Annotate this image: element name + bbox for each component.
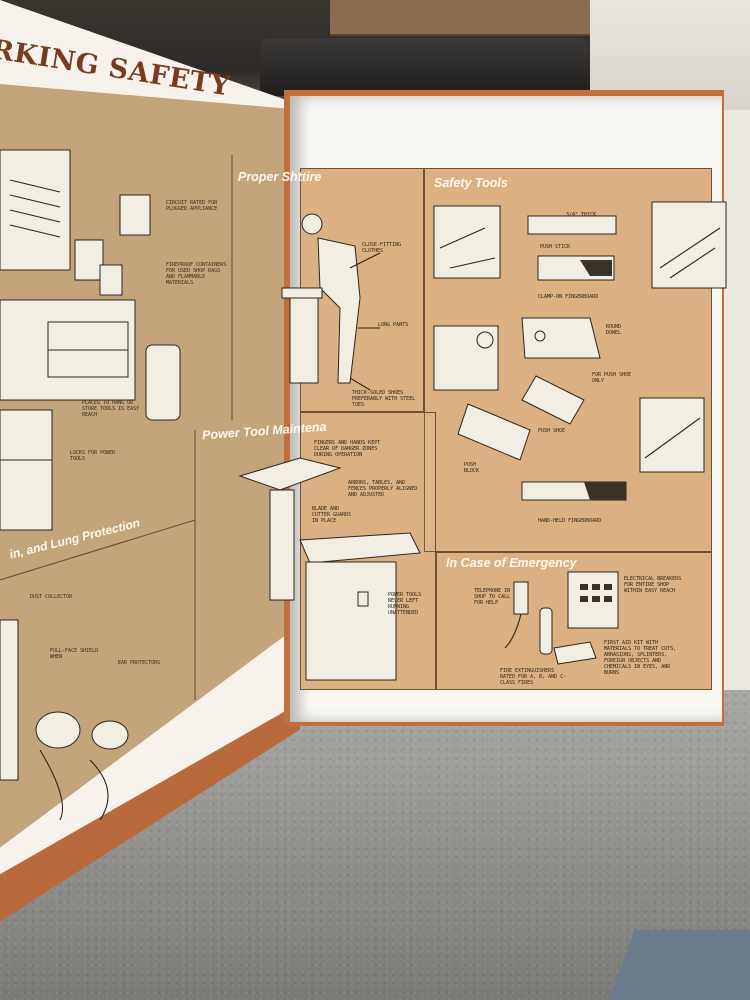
left-note: Places to hang or store tools is easy re… [82,400,140,418]
dark-appliance [260,38,590,96]
left-note: Circuit rated for plugged appliance [166,200,218,212]
note-never-unattended: Power tools never left running unattende… [388,592,422,616]
note-push-stick: Push stick [540,244,571,250]
note-fingers-clear: Fingers and hands kept clear of danger z… [314,440,381,458]
left-note: Full-face shield when [50,648,99,660]
note-clamp-on-fingerboard: Clamp-on fingerboard [538,294,599,300]
note-hand-held-fingerboard: Hand-held fingerboard [538,518,602,524]
note-electrical-breakers: Electrical breakers for entire shop with… [624,576,682,594]
note-long-pants: Long pants [378,322,409,328]
panel-title-emergency: In Case of Emergency [446,556,577,570]
panel-title-safety-tools: Safety Tools [434,176,508,190]
left-note: Locks for power tools [70,450,116,462]
note-first-aid-kit: First aid kit with materials to treat cu… [604,640,677,676]
note-guards-in-place: Blade and cutter guards in place [312,506,352,524]
note-push-shoe: Push shoe [538,428,566,434]
left-page-drawings [0,149,233,821]
note-close-fitting-clothes: Close-fitting clothes [362,242,402,254]
panel-title-proper-attire: Proper Shttire [238,170,321,184]
panel-title-proper-attire-head: Proper Sh [238,170,298,184]
left-note: Fireproof containers for used shop rags … [166,262,227,286]
left-note: Ear protectors [118,660,161,666]
left-note: Dust collector [30,594,73,600]
right-page-drawings [238,201,727,681]
cardboard-box [330,0,590,36]
panel-title-proper-attire-tail: ttire [297,170,322,184]
note-for-push-shoe-only: For push shoe only [592,372,632,384]
note-fire-extinguishers: Fire extinguishers rated for A, B, and C… [500,668,567,686]
note-thick: 3/4" thick [566,212,597,218]
note-thick-soled-shoes: Thick-soled shoes preferably with steel … [352,390,416,408]
note-arbors-aligned: Arbors, tables, and fences properly alig… [348,480,418,498]
note-push-block: Push block [464,462,480,474]
note-round-dowel: Round dowel [606,324,622,336]
note-telephone: Telephone in shop to call for help [474,588,511,606]
